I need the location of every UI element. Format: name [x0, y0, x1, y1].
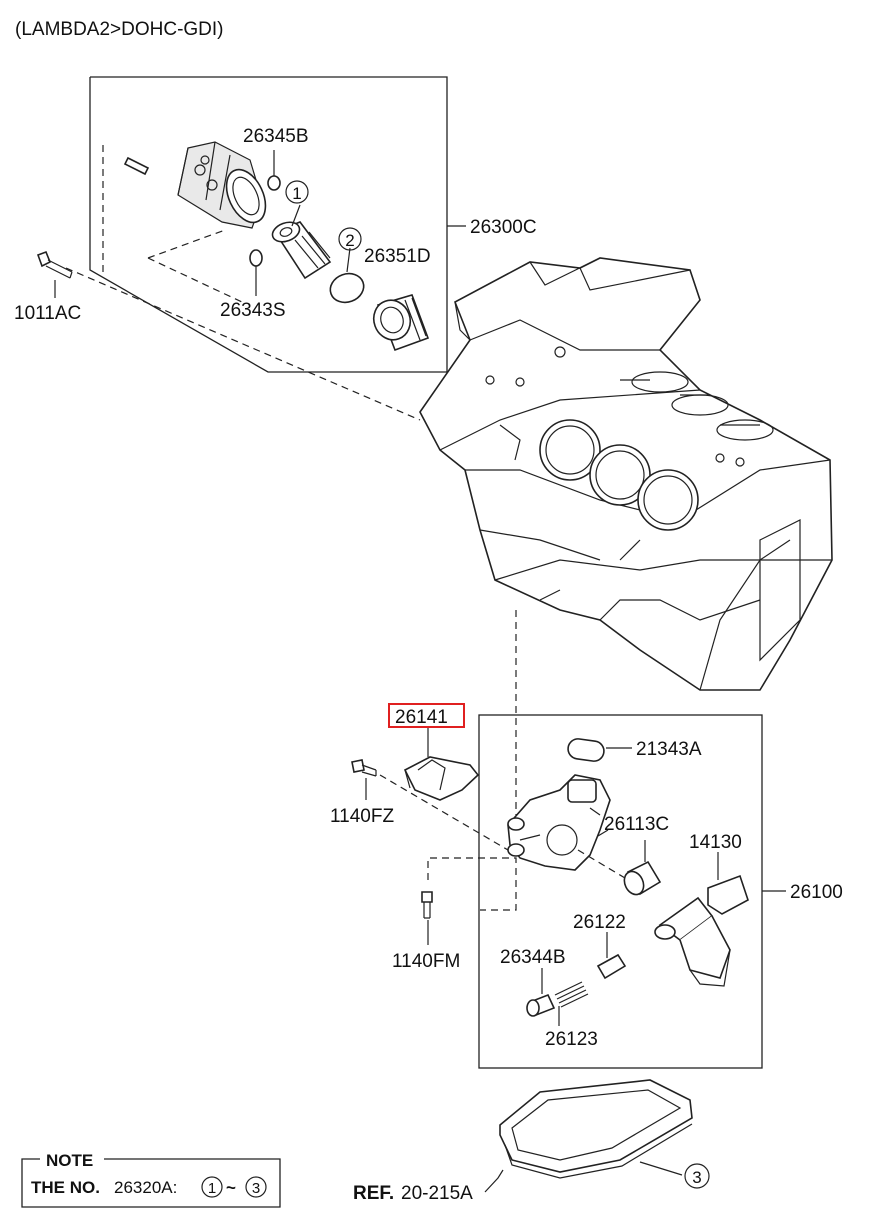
svg-text:3: 3: [692, 1168, 701, 1187]
label-1140fz[interactable]: 1140FZ: [330, 806, 394, 827]
label-26122[interactable]: 26122: [573, 912, 626, 933]
filter-element-drawing: [271, 221, 332, 280]
note-tilde: ~: [226, 1178, 236, 1197]
filter-cap-drawing: [372, 294, 430, 352]
oil-filter-housing-drawing: [177, 141, 267, 229]
label-26113c[interactable]: 26113C: [604, 814, 669, 835]
label-26300c[interactable]: 26300C: [470, 217, 537, 238]
oil-pump-group: [478, 714, 786, 1069]
oil-strainer-14130-drawing: [654, 874, 749, 987]
oil-pump-body-drawing: [507, 774, 611, 871]
pin-drawing: [123, 156, 150, 176]
callout-2: 2: [338, 227, 362, 251]
note-prefix: THE NO.: [31, 1178, 100, 1197]
label-26123[interactable]: 26123: [545, 1029, 598, 1050]
bolt-1011ac-drawing: [36, 250, 73, 279]
highlight-26141: [388, 703, 465, 728]
reference-prefix: REF.: [353, 1183, 394, 1204]
label-26344b[interactable]: 26344B: [500, 947, 566, 968]
plunger-26122-drawing: [596, 953, 627, 980]
note-range-end: 3: [252, 1180, 260, 1197]
reference-code: 20-215A: [401, 1183, 473, 1204]
oil-pan-drawing: [499, 1079, 693, 1179]
engine-title: (LAMBDA2>DOHC-GDI): [15, 19, 224, 40]
engine-block-drawing: [419, 257, 833, 691]
label-26100[interactable]: 26100: [790, 882, 843, 903]
note-box: NOTE THE NO. 26320A: 1 ~ 3: [21, 1151, 281, 1208]
svg-text:1: 1: [292, 184, 301, 203]
o-ring-large-drawing: [329, 272, 365, 304]
note-title: NOTE: [46, 1151, 93, 1170]
label-1011ac[interactable]: 1011AC: [14, 303, 81, 324]
label-26343s[interactable]: 26343S: [220, 300, 286, 321]
bolt-1140fm-drawing: [421, 891, 433, 919]
o-ring-26343s-drawing: [249, 249, 263, 267]
callout-1: 1: [285, 180, 309, 204]
spring-26123-drawing: [554, 981, 589, 1008]
label-1140fm[interactable]: 1140FM: [392, 951, 460, 972]
bolt-1140fz-drawing: [351, 759, 377, 777]
sleeve-26113c-drawing: [623, 860, 662, 896]
cover-26141-drawing: [403, 756, 480, 801]
plug-26344b-drawing: [526, 993, 556, 1017]
label-21343a[interactable]: 21343A: [636, 739, 702, 760]
note-code: 26320A:: [114, 1178, 177, 1197]
label-14130[interactable]: 14130: [689, 832, 742, 853]
label-26351d[interactable]: 26351D: [364, 246, 431, 267]
callout-3: 3: [684, 1163, 710, 1189]
svg-text:2: 2: [345, 231, 354, 250]
oil-filter-assembly-group: [89, 76, 466, 373]
gasket-21343a-drawing: [567, 738, 605, 762]
o-ring-26345b-drawing: [267, 175, 281, 191]
label-26141[interactable]: 26141: [395, 707, 448, 728]
note-range-start: 1: [208, 1180, 216, 1197]
label-26345b[interactable]: 26345B: [243, 126, 309, 147]
reference-label[interactable]: REF. 20-215A: [353, 1183, 473, 1204]
